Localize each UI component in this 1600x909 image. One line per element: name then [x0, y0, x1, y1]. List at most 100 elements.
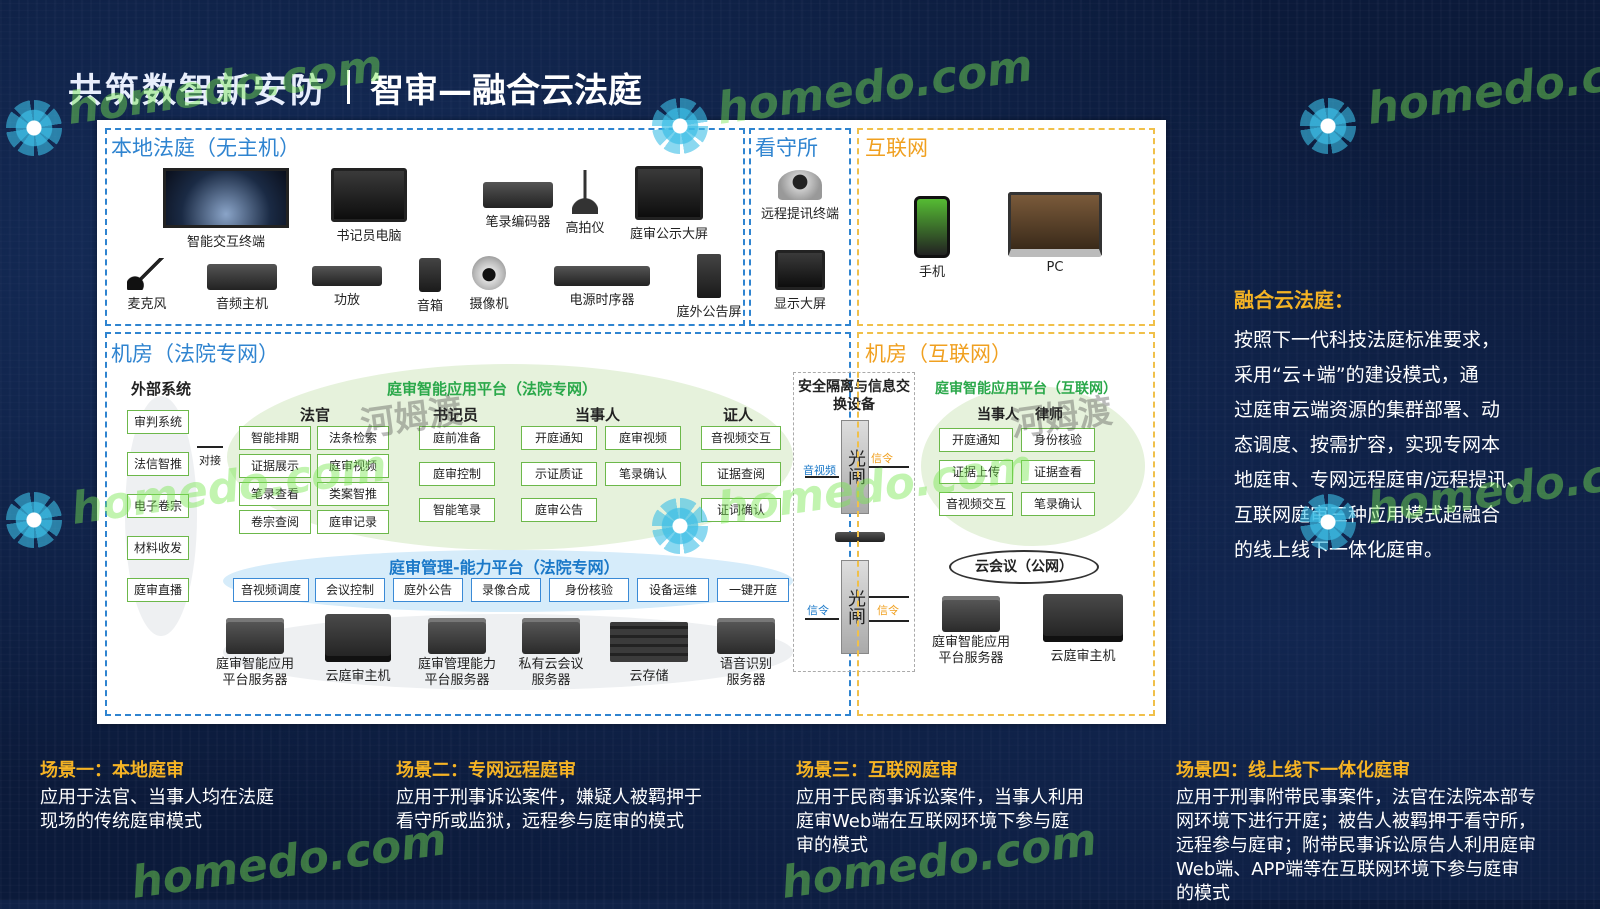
arrow-left [805, 618, 839, 620]
arrow-left [869, 620, 909, 622]
mgmt-item: 设备运维 [637, 578, 709, 602]
function-item: 庭前准备 [419, 426, 495, 450]
server-icon [226, 618, 284, 654]
watermark-logo-icon [6, 100, 62, 156]
device-audio-host: 音频主机 [197, 264, 287, 312]
function-item: 音视频交互 [939, 492, 1013, 516]
arrow-right [869, 466, 909, 468]
isolation-box [793, 372, 915, 672]
internet-title: 互联网 [865, 136, 928, 160]
label-av: 音视频 [803, 464, 836, 477]
device-camera: 摄像机 [459, 256, 519, 312]
summary-line: 态调度、按需扩容，实现专网本 [1234, 434, 1501, 456]
cloud-icon [949, 550, 1099, 584]
power-sequencer-icon [554, 266, 650, 286]
local-court-title: 本地法庭（无主机） [111, 136, 300, 160]
header-slogan: 共筑数智新安防 [68, 70, 327, 111]
display-icon [635, 166, 703, 220]
group-lawyer: 律师 [1035, 407, 1063, 423]
device-document-camera: 高拍仪 [555, 170, 615, 236]
machine-room-title: 机房（法院专网） [111, 342, 279, 366]
group-witness: 证人 [723, 406, 754, 424]
function-item: 开庭通知 [521, 426, 597, 450]
server-icon [428, 618, 486, 654]
machine-room-box [105, 332, 851, 716]
function-item: 证据展示 [239, 454, 311, 478]
external-item: 庭审直播 [127, 578, 189, 602]
function-item: 类案智推 [317, 482, 389, 506]
page-title: 智审—融合云法庭 [370, 70, 642, 111]
cloud-host-icon [1043, 594, 1123, 642]
function-item: 庭审视频 [605, 426, 681, 450]
arrow-right [869, 596, 909, 598]
device-pc: PC [1005, 192, 1105, 275]
server-icon [717, 618, 775, 654]
summary-line: 的线上线下一体化庭审。 [1234, 539, 1444, 561]
scene-desc: 应用于法官、当事人均在法庭现场的传统庭审模式 [40, 787, 274, 832]
cloud-meeting-label: 云会议（公网） [975, 559, 1073, 575]
summary-title: 融合云法庭： [1234, 288, 1354, 312]
device-power-sequencer: 电源时序器 [547, 266, 657, 308]
summary-line: 采用“云+端”的建设模式，通 [1234, 364, 1479, 386]
watermark-logo-icon [6, 492, 62, 548]
function-item: 证据查看 [1021, 460, 1095, 484]
label-signal: 信令 [877, 604, 899, 617]
storage-icon [610, 622, 688, 662]
server-cloud-host: 云庭审主机 [313, 614, 403, 684]
function-item: 笔录查看 [239, 482, 311, 506]
link-label: 对接 [199, 454, 221, 467]
scene-3: 场景三：互联网庭审 应用于民商事诉讼案件，当事人利用庭审Web端在互联网环境下参… [796, 756, 1086, 858]
device-outdoor-screen: 庭外公告屏 [669, 254, 749, 320]
mgmt-item: 录像合成 [471, 578, 541, 602]
server-app: 庭审智能应用 平台服务器 [205, 618, 305, 689]
device-clerk-pc: 书记员电脑 [319, 168, 419, 244]
scene-title: 场景四：线上线下一体化庭审 [1176, 760, 1410, 781]
function-item: 证据查阅 [701, 462, 781, 486]
server-icon [522, 618, 580, 654]
function-item: 庭审控制 [419, 462, 495, 486]
terminal-icon [163, 168, 289, 228]
ptz-camera-icon [778, 170, 822, 200]
summary-line: 地庭审、专网远程庭审/远程提讯、 [1234, 469, 1526, 491]
external-item: 法信智推 [127, 452, 189, 476]
scene-title: 场景三：互联网庭审 [796, 760, 958, 781]
document-camera-icon [572, 170, 598, 214]
page-header: 共筑数智新安防 智审—融合云法庭 [68, 62, 642, 112]
device-speaker: 音箱 [405, 258, 455, 314]
group-judge: 法官 [300, 406, 331, 424]
external-system-title: 外部系统 [131, 380, 192, 398]
watermark: homedo.com [1363, 40, 1600, 135]
desktop-pc-icon [331, 168, 407, 222]
function-item: 法条检索 [317, 426, 389, 450]
scene-title: 场景二：专网远程庭审 [396, 760, 576, 781]
function-item: 开庭通知 [939, 428, 1013, 452]
summary-panel: 融合云法庭： 按照下一代科技法庭标准要求， 采用“云+端”的建设模式，通 过庭审… [1234, 284, 1554, 568]
external-item: 电子卷宗 [127, 494, 189, 518]
mgmt-item: 一键开庭 [717, 578, 789, 602]
device-smart-terminal: 智能交互终端 [161, 168, 291, 250]
server-mgmt: 庭审管理能力 平台服务器 [407, 618, 507, 689]
function-item: 身份核验 [1021, 428, 1095, 452]
mgmt-platform-title: 庭审管理-能力平台（法院专网） [389, 558, 620, 577]
watermark-logo-icon [1300, 98, 1356, 154]
group-party: 当事人 [575, 406, 621, 424]
function-item: 笔录确认 [1021, 492, 1095, 516]
function-item: 庭审视频 [317, 454, 389, 478]
header-divider [347, 70, 350, 104]
external-item: 审判系统 [127, 410, 189, 434]
encoder-icon [483, 182, 553, 208]
function-item: 庭审记录 [317, 510, 389, 534]
speaker-icon [419, 258, 441, 292]
scene-desc: 应用于刑事诉讼案件，嫌疑人被羁押于看守所或监狱，远程参与庭审的模式 [396, 787, 702, 832]
server-internet-cloud-host: 云庭审主机 [1033, 594, 1133, 664]
function-item: 卷宗查阅 [239, 510, 311, 534]
scene-4: 场景四：线上线下一体化庭审 应用于刑事附带民事案件，法官在法院本部专网环境下进行… [1176, 756, 1536, 906]
group-party: 当事人 [977, 407, 1019, 423]
server-voice: 语音识别 服务器 [703, 618, 789, 689]
function-item: 证据上传 [939, 460, 1013, 484]
device-microphone: 麦克风 [117, 258, 177, 312]
function-item: 音视频交互 [701, 426, 781, 450]
amplifier-icon [312, 266, 382, 286]
mgmt-item: 会议控制 [315, 578, 385, 602]
server-icon [942, 596, 1000, 632]
